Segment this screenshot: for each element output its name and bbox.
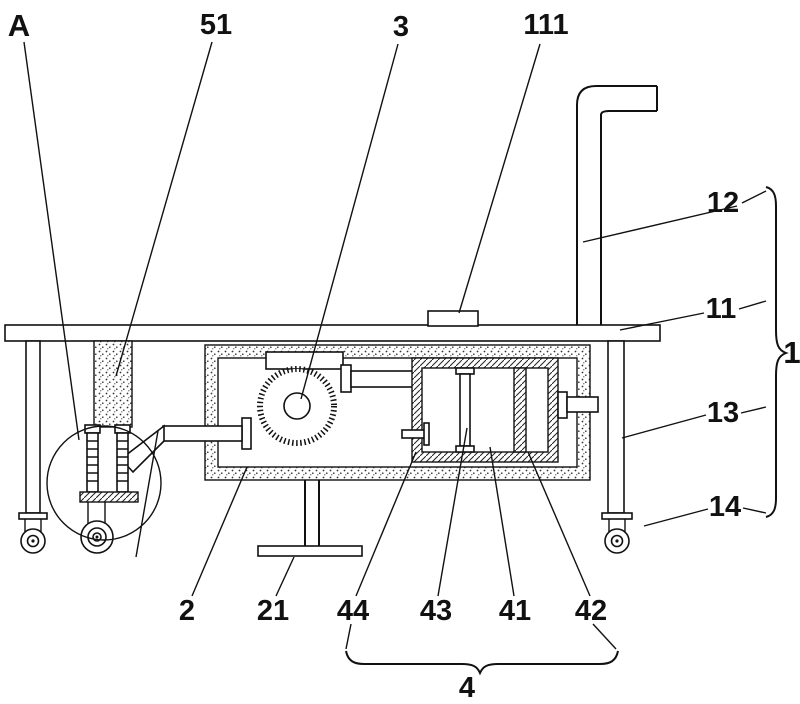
label-43: 43 bbox=[420, 595, 452, 627]
vent-cover bbox=[427, 310, 479, 327]
outlet-pipe bbox=[557, 391, 599, 419]
label-A: A bbox=[8, 8, 30, 43]
label-12: 12 bbox=[707, 187, 739, 219]
label-14: 14 bbox=[709, 491, 741, 523]
brace-group-1 bbox=[738, 186, 789, 518]
label-1: 1 bbox=[783, 335, 800, 370]
inlet-duct bbox=[119, 424, 165, 474]
label-3: 3 bbox=[393, 11, 409, 43]
nozzle-valve bbox=[401, 422, 430, 446]
caster-left bbox=[18, 512, 48, 554]
filter-chamber bbox=[401, 357, 599, 463]
support-leg-left bbox=[25, 340, 41, 514]
label-41: 41 bbox=[499, 595, 531, 627]
label-13: 13 bbox=[707, 397, 739, 429]
pedestal-stand bbox=[257, 480, 363, 557]
blower-fan bbox=[162, 351, 416, 450]
exhaust-pipe bbox=[576, 85, 658, 325]
caster-right bbox=[601, 512, 633, 554]
support-leg-right bbox=[607, 340, 625, 514]
detail-circle-A bbox=[46, 425, 162, 558]
label-4: 4 bbox=[459, 672, 475, 704]
label-44: 44 bbox=[337, 595, 369, 627]
roller-wheel bbox=[80, 520, 114, 554]
filter-plate-center bbox=[455, 367, 475, 453]
reference-labels: A 51 3 111 12 11 1 13 14 2 21 44 43 41 4… bbox=[8, 8, 800, 704]
label-2: 2 bbox=[179, 595, 195, 627]
table-top bbox=[4, 324, 661, 342]
label-51: 51 bbox=[200, 9, 232, 41]
label-11: 11 bbox=[706, 293, 737, 325]
label-42: 42 bbox=[575, 595, 607, 627]
spring-assembly bbox=[79, 424, 139, 527]
damper-column bbox=[93, 340, 133, 428]
label-111: 111 bbox=[523, 9, 568, 41]
leader-lines bbox=[23, 41, 738, 597]
filter-plate-hatched bbox=[513, 367, 527, 453]
label-21: 21 bbox=[257, 595, 289, 627]
brace-group-4 bbox=[345, 623, 619, 676]
